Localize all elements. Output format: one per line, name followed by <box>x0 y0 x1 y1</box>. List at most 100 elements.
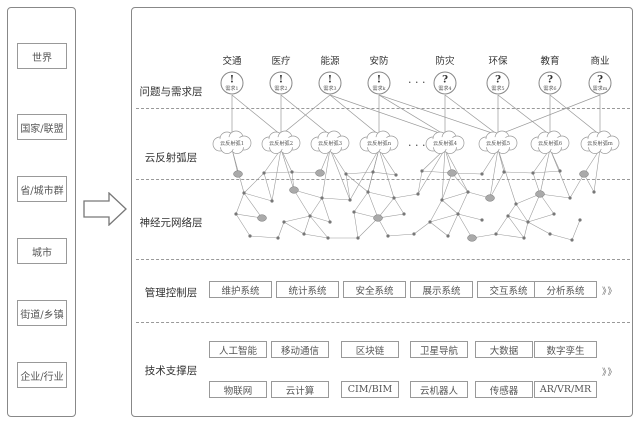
neuron-node <box>535 190 545 198</box>
neuron-node <box>558 169 562 173</box>
tech-box: 云计算 <box>271 381 329 398</box>
ellipsis: · · · <box>408 76 426 89</box>
neuron-node <box>290 170 294 174</box>
neuron-node <box>522 236 526 240</box>
need-label: 医疗 <box>271 56 291 67</box>
neuron-node <box>402 212 406 216</box>
neuron-node <box>428 220 432 224</box>
neuron-node <box>282 220 286 224</box>
neuron-node <box>320 196 324 200</box>
need-label: 环保 <box>488 56 508 67</box>
svg-text:需求m: 需求m <box>593 85 608 92</box>
neuron-node <box>356 236 360 240</box>
neuron-node <box>328 220 332 224</box>
neuron-node <box>446 234 450 238</box>
scale-city: 城市 <box>17 238 67 264</box>
neuron-node <box>480 218 484 222</box>
neuron-node <box>579 170 589 178</box>
need-node: ?需求6 <box>538 71 562 95</box>
svg-text:需求k: 需求k <box>372 85 386 92</box>
neuron-node <box>262 171 266 175</box>
cloud-reflex-arc: 云反射弧n <box>359 130 399 154</box>
svg-text:需求4: 需求4 <box>438 85 451 92</box>
neuron-node <box>233 170 243 178</box>
system-box: 交互系统 <box>477 281 540 298</box>
need-node: ?需求5 <box>486 71 510 95</box>
tech-box: 大数据 <box>475 341 533 358</box>
scale-street: 街道/乡镇 <box>17 300 67 326</box>
cloud-reflex-arc: 云反射弧3 <box>310 130 350 154</box>
need-label: 交通 <box>222 56 242 67</box>
neuron-node <box>315 169 325 177</box>
layer-divider <box>136 179 630 180</box>
tech-box: 物联网 <box>209 381 267 398</box>
system-box: 安全系统 <box>343 281 406 298</box>
need-label: 安防 <box>369 56 389 67</box>
cloud-reflex-arc: 云反射弧5 <box>478 130 518 154</box>
neuron-node <box>485 194 495 202</box>
neuron-node <box>568 196 572 200</box>
neuron-node <box>526 220 530 224</box>
neuron-node <box>394 173 398 177</box>
cloud-label: 云反射弧m <box>587 139 613 147</box>
neuron-node <box>366 190 370 194</box>
neuron-node <box>392 196 396 200</box>
tech-box: 传感器 <box>475 381 533 398</box>
cloud-reflex-arc: 云反射弧2 <box>261 130 301 154</box>
scale-panel: 世界 国家/联盟 省/城市群 城市 街道/乡镇 企业/行业 <box>7 7 76 417</box>
neuron-node <box>480 172 484 176</box>
need-node: ?需求m <box>588 71 612 95</box>
cloud-reflex-arc: 云反射弧1 <box>212 130 252 154</box>
tech-box: 区块链 <box>341 341 399 358</box>
system-box: 维护系统 <box>209 281 272 298</box>
need-label: 商业 <box>590 56 610 67</box>
svg-text:?: ? <box>495 75 501 86</box>
neuron-node <box>416 192 420 196</box>
more-chevrons: 》》 <box>602 368 618 378</box>
system-box: 分析系统 <box>534 281 597 298</box>
need-node: !需求3 <box>318 71 342 95</box>
neuron-node <box>466 190 470 194</box>
neuron-node <box>552 212 556 216</box>
neuron-node <box>248 234 252 238</box>
need-label: 教育 <box>540 56 560 67</box>
neuron-node <box>242 191 246 195</box>
neuron-node <box>420 169 424 173</box>
cloud-label: 云反射弧6 <box>538 139 562 147</box>
tech-box: 数字孪生 <box>534 341 597 358</box>
network-diagram: 云反射弧1 云反射弧2 云反射弧3 云反射弧n 云反射弧4 云反射弧5 云反射弧6 云反射弧m… <box>212 71 620 242</box>
layer-label-cloud: 云反射弧层 <box>144 152 198 164</box>
scale-province: 省/城市群 <box>17 176 67 202</box>
svg-text:需求5: 需求5 <box>491 85 504 92</box>
neuron-node <box>570 238 574 242</box>
tech-box: AR/VR/MR <box>534 381 597 398</box>
neuron-node <box>502 170 506 174</box>
layer-label-problem: 问题与需求层 <box>139 86 203 98</box>
neuron-node <box>548 232 552 236</box>
scale-world: 世界 <box>17 43 67 69</box>
neuron-node <box>456 212 460 216</box>
svg-text:需求6: 需求6 <box>543 85 556 92</box>
cloud-reflex-arc: 云反射弧6 <box>530 130 570 154</box>
tech-box: 人工智能 <box>209 341 267 358</box>
cloud-label: 云反射弧1 <box>220 139 244 147</box>
neuron-node <box>467 234 477 242</box>
scale-country: 国家/联盟 <box>17 114 67 140</box>
svg-text:需求1: 需求1 <box>225 85 238 92</box>
neuron-node <box>578 218 582 222</box>
cloud-label: 云反射弧5 <box>486 139 510 147</box>
layer-label-management: 管理控制层 <box>144 287 198 299</box>
svg-text:需求2: 需求2 <box>274 85 287 92</box>
neuron-node <box>344 172 348 176</box>
neuron-node <box>234 212 238 216</box>
arrow-right-icon <box>83 192 127 226</box>
scale-enterprise: 企业/行业 <box>17 362 67 388</box>
neuron-node <box>506 214 510 218</box>
cloud-label: 云反射弧n <box>367 139 392 147</box>
need-node: !需求k <box>367 71 391 95</box>
svg-text:!: ! <box>230 75 234 86</box>
neuron-node <box>276 236 280 240</box>
cloud-label: 云反射弧4 <box>433 139 458 147</box>
layer-divider <box>136 322 630 323</box>
layer-divider <box>136 108 630 109</box>
